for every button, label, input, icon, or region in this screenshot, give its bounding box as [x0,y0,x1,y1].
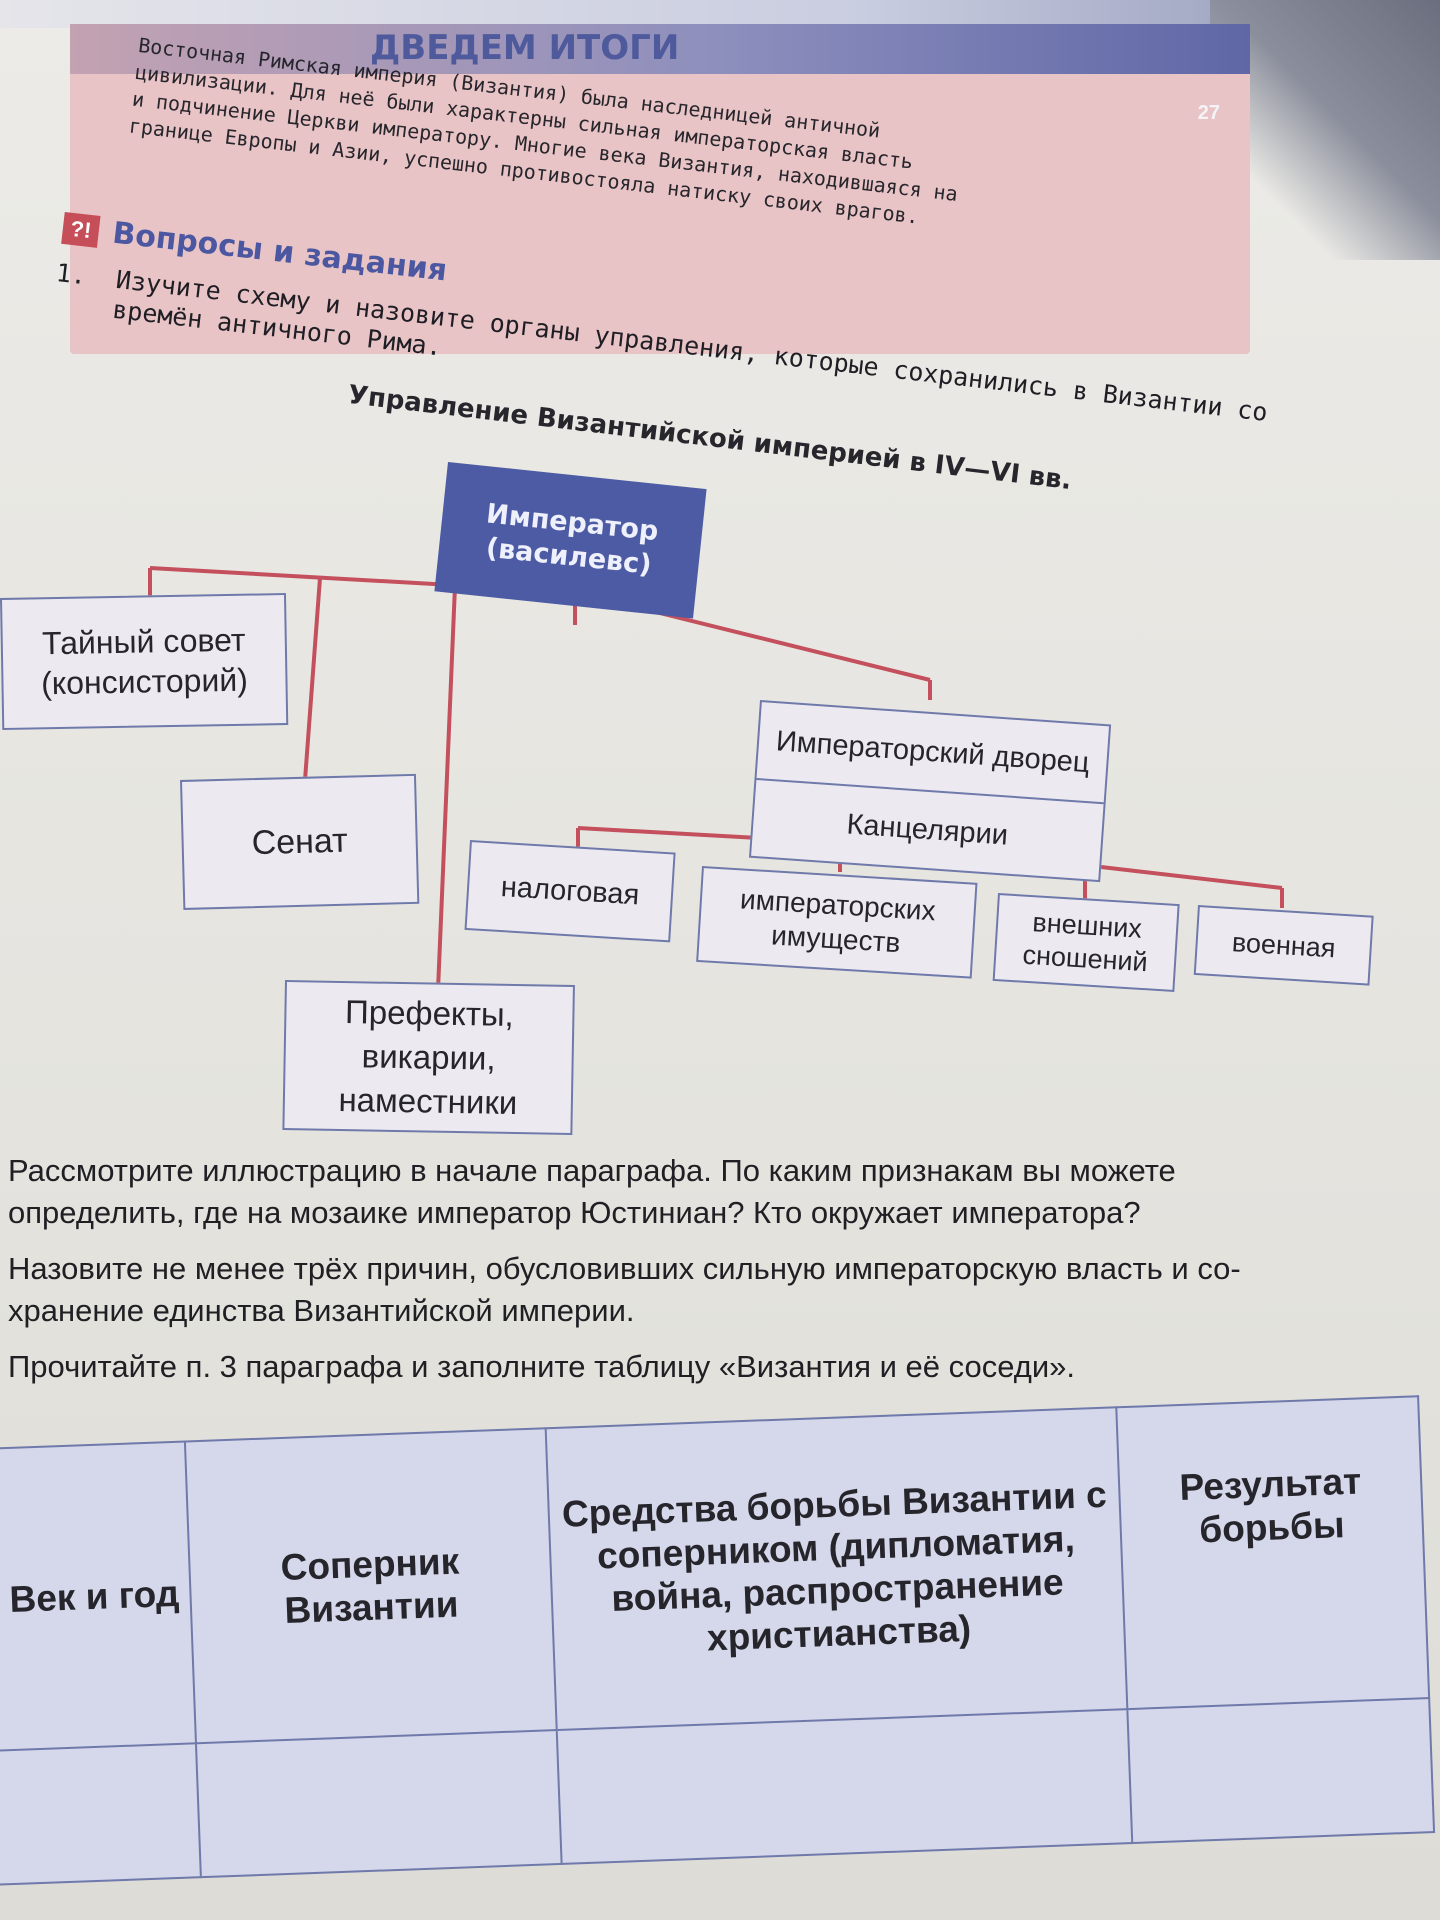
department-label: налоговая [499,870,641,911]
node-department-foreign: внешних сношений [992,893,1180,992]
node-department-military: военная [1193,905,1374,986]
byzantium-neighbors-table: Век и год Соперник Византии Средства бор… [0,1395,1436,1886]
task-line: Рассмотрите иллюстрацию в начале парагра… [8,1153,1176,1188]
header-result: Результат борьбы [1116,1396,1430,1710]
table-cell[interactable] [0,1743,201,1885]
table-cell[interactable] [1127,1698,1435,1844]
table-cell[interactable] [195,1730,562,1878]
connector-prefects [436,585,457,991]
task-line: определить, где на мозаике император Юст… [8,1195,1141,1230]
node-department-tax: налоговая [464,840,676,943]
summary-box: ДВЕДЕМ ИТОГИ 27 Восточная Римская импери… [70,24,1250,354]
privy-council-subtitle: (консисторий) [40,661,249,702]
node-department-property: императорских имуществ [696,866,978,979]
task-line: Назовите не менее трёх причин, обусловив… [8,1251,1241,1286]
node-emperor: Император (василевс) [434,462,707,619]
node-privy-council: Тайный совет (консисторий) [0,593,289,730]
prefects-line: Префекты, [344,993,515,1033]
node-palace-group: Императорский дворец Канцелярии [748,700,1112,883]
header-means: Средства борьбы Византии с соперником (д… [545,1407,1128,1731]
connector-senate [303,577,322,781]
task-list: Рассмотрите иллюстрацию в начале парагра… [8,1150,1428,1388]
table-cell[interactable] [556,1709,1133,1864]
department-label: императорских имуществ [739,883,937,959]
task-line: Прочитайте п. 3 параграфа и заполните та… [8,1349,1076,1384]
department-label: военная [1231,926,1337,963]
page-top-band [0,0,1440,28]
page-number: 27 [1197,102,1220,124]
table-header-row: Век и год Соперник Византии Средства бор… [0,1396,1430,1751]
summary-title: ДВЕДЕМ ИТОГИ [370,28,680,68]
node-senate: Сенат [180,773,420,910]
department-label: внешних сношений [1021,907,1149,978]
node-prefects: Префекты, викарии, наместники [282,980,575,1136]
summary-header-bar: ДВЕДЕМ ИТОГИ [70,24,1250,74]
prefects-line: викарии, [361,1037,496,1077]
prefects-line: наместники [338,1080,518,1122]
privy-council-title: Тайный совет [41,621,246,662]
header-rival: Соперник Византии [184,1428,557,1744]
senate-label: Сенат [251,821,349,862]
task-line: хранение единства Византийской империи. [8,1293,635,1328]
header-century-year: Век и год [0,1441,196,1751]
